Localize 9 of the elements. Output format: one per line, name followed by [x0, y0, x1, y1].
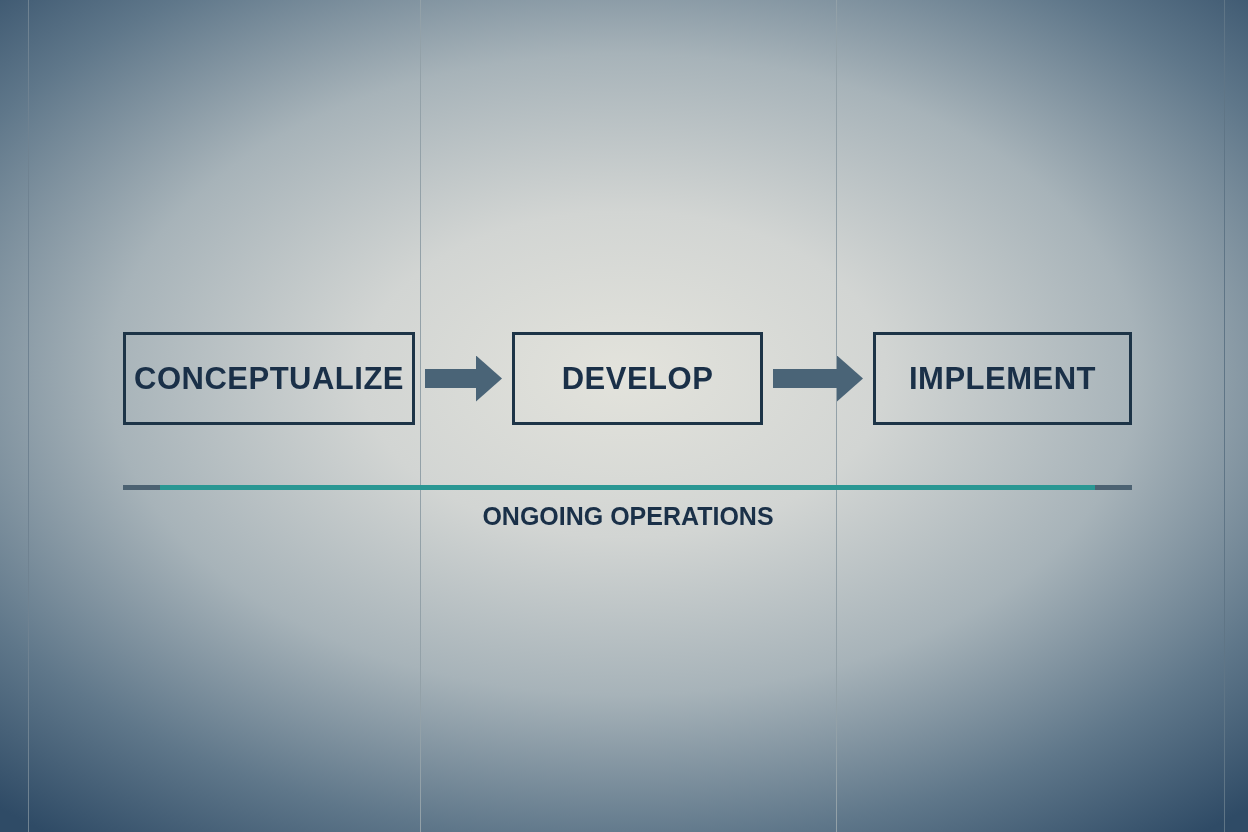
stage-label: IMPLEMENT	[908, 363, 1097, 394]
arrow	[773, 355, 863, 402]
stage-box	[123, 332, 415, 425]
stage-box	[512, 332, 763, 425]
stage-label: DEVELOP	[561, 363, 714, 394]
stage-label: CONCEPTUALIZE	[134, 363, 404, 394]
band-label: ONGOING OPERATIONS	[482, 504, 774, 529]
arrow	[425, 355, 502, 402]
stage-box	[873, 332, 1132, 425]
